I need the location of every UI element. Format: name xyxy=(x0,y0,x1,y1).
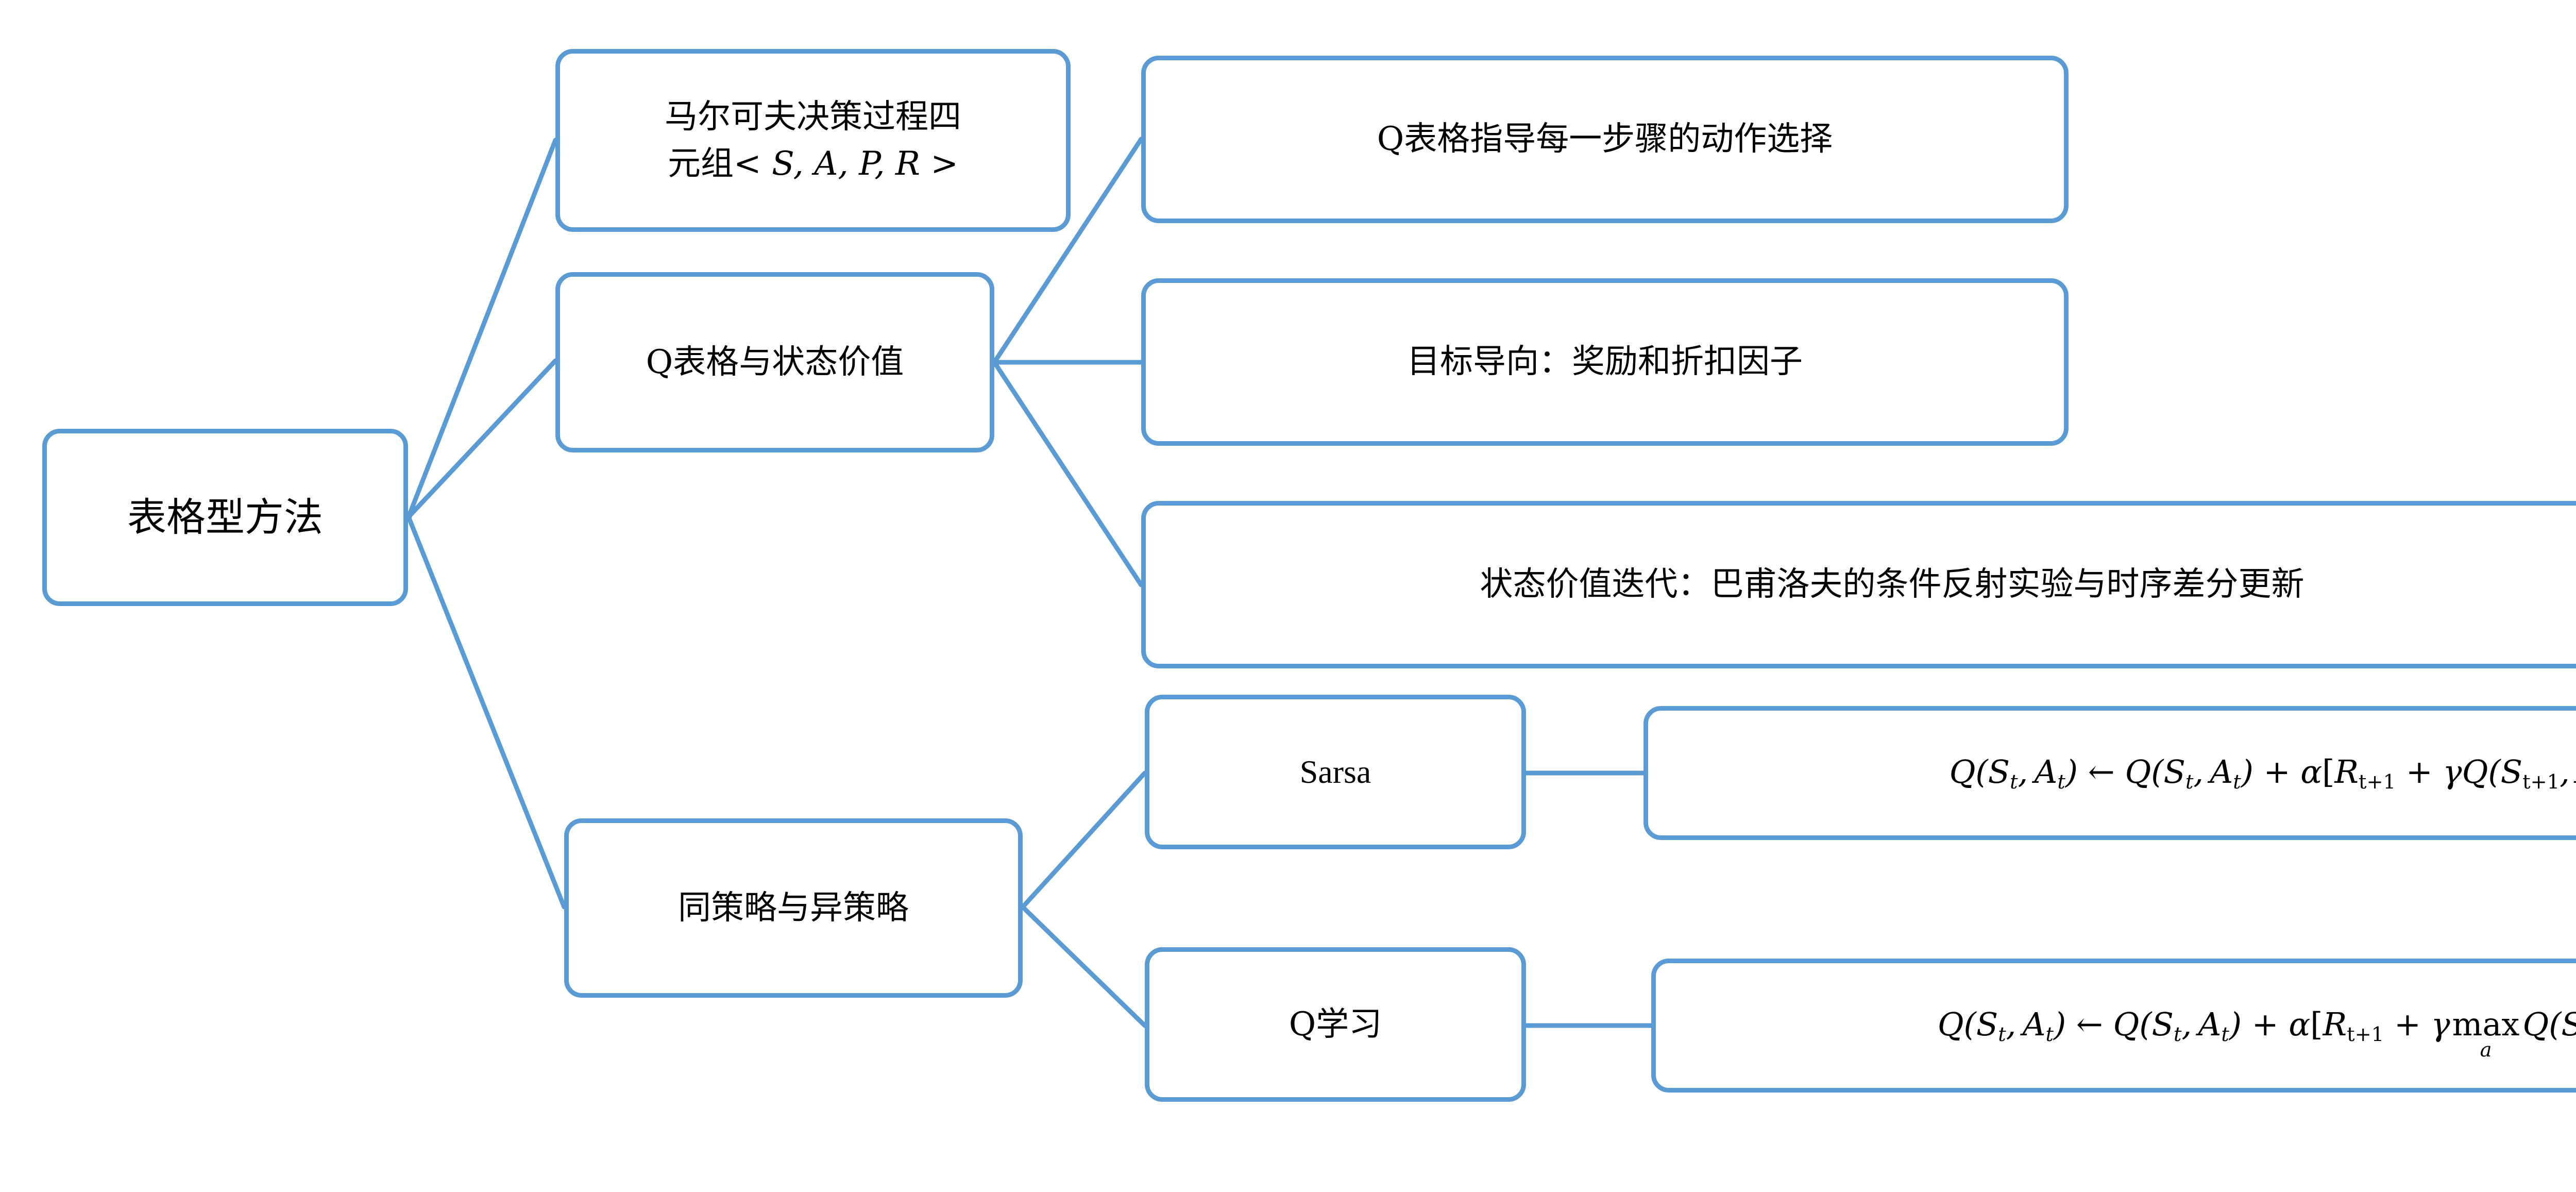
node-root[interactable]: 表格型方法 xyxy=(42,429,408,606)
node-q-table-state-value[interactable]: Q表格与状态价值 xyxy=(555,272,994,452)
edge-root-to-policy xyxy=(406,514,567,910)
edge-policy-to-qlearning xyxy=(1020,904,1147,1028)
edge-policy-to-sarsa xyxy=(1020,770,1147,910)
node-state-value-iteration-label: 状态价值迭代：巴甫洛夫的条件反射实验与时序差分更新 xyxy=(1480,565,2304,604)
node-mdp-label-prefix: 元组 xyxy=(667,144,734,183)
node-q-table-state-value-label: Q表格与状态价值 xyxy=(646,343,904,381)
node-sarsa-formula[interactable]: Q(St, At) ← Q(St, At) + α[Rt+1 + γQ(St+1… xyxy=(1643,706,2576,840)
node-root-label: 表格型方法 xyxy=(127,494,323,541)
node-on-off-policy-label: 同策略与异策略 xyxy=(678,888,909,927)
node-goal-oriented[interactable]: 目标导向：奖励和折扣因子 xyxy=(1141,278,2069,446)
node-q-table-guides-action[interactable]: Q表格指导每一步骤的动作选择 xyxy=(1141,56,2069,223)
node-sarsa[interactable]: Sarsa xyxy=(1145,695,1526,849)
edge-root-to-mdp xyxy=(406,138,558,519)
node-state-value-iteration[interactable]: 状态价值迭代：巴甫洛夫的条件反射实验与时序差分更新 xyxy=(1141,501,2576,668)
node-mdp-label-line2: 元组< S, A, P, R > xyxy=(668,141,958,188)
sarsa-formula-math: Q(St, At) ← Q(St, At) + α[Rt+1 + γQ(St+1… xyxy=(1949,753,2576,794)
node-mdp[interactable]: 马尔可夫决策过程四 元组< S, A, P, R > xyxy=(555,49,1071,232)
node-sarsa-label: Sarsa xyxy=(1299,753,1371,790)
node-q-table-guides-action-label: Q表格指导每一步骤的动作选择 xyxy=(1377,120,1833,159)
node-mdp-label-line1: 马尔可夫决策过程四 xyxy=(665,97,961,136)
node-goal-oriented-label: 目标导向：奖励和折扣因子 xyxy=(1407,343,1803,381)
edge-qtable-to-child3 xyxy=(992,360,1144,587)
edge-root-to-qtable xyxy=(406,358,558,519)
node-q-learning[interactable]: Q学习 xyxy=(1145,947,1526,1102)
node-mdp-tuple-math: < S, A, P, R > xyxy=(733,144,959,183)
node-q-learning-label: Q学习 xyxy=(1289,1005,1382,1044)
node-on-off-policy[interactable]: 同策略与异策略 xyxy=(564,818,1023,998)
